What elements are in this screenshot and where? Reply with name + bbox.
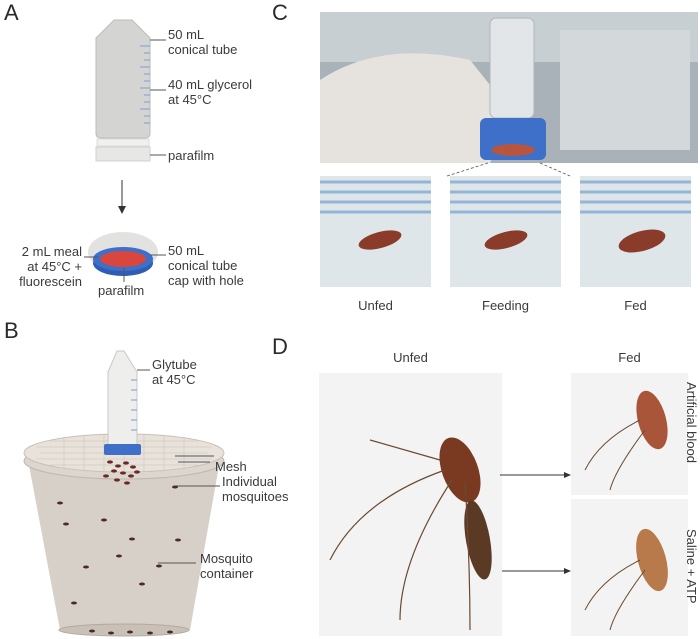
glove — [320, 53, 510, 164]
glytube — [107, 350, 138, 447]
panel-label-c: C — [272, 0, 288, 25]
label-glytube: Glytube at 45°C — [152, 357, 197, 387]
label-cap: 50 mL conical tube cap with hole — [168, 243, 244, 288]
label-saline-atp: Saline + ATP — [684, 529, 699, 604]
conical-tube — [95, 19, 151, 139]
photo-fed-saline — [571, 499, 688, 636]
panel-label-b: B — [4, 318, 19, 343]
panel-label-d: D — [272, 334, 288, 359]
photo-fed-artificial — [571, 373, 688, 495]
label-d-unfed: Unfed — [393, 350, 428, 365]
tube-cap-white — [96, 138, 150, 147]
panel-c-photos — [320, 12, 698, 287]
mosquitoes-cluster — [103, 460, 140, 485]
meal-red — [100, 251, 146, 267]
mosquito-container — [28, 460, 220, 630]
label-artificial-blood: Artificial blood — [684, 382, 699, 463]
label-tube: 50 mL conical tube — [168, 27, 238, 57]
label-parafilm-top: parafilm — [168, 148, 215, 163]
panel-b-illustration — [23, 350, 225, 637]
mosquitoes-scattered — [57, 485, 181, 635]
label-meal: 2 mL meal at 45°C + fluorescein — [19, 244, 82, 289]
glytube-cap — [104, 444, 141, 455]
label-state-unfed: Unfed — [358, 298, 393, 313]
photo-unfed — [320, 176, 431, 287]
panel-a-illustration — [84, 19, 166, 282]
photo-fed — [580, 176, 691, 287]
label-glycerol: 40 mL glycerol at 45°C — [168, 77, 253, 107]
panel-label-a: A — [4, 0, 19, 25]
label-individual: Individual mosquitoes — [222, 474, 289, 504]
photo-feeding — [450, 176, 561, 287]
label-container: Mosquito container — [200, 551, 254, 581]
label-parafilm-bottom: parafilm — [98, 283, 145, 298]
label-d-fed: Fed — [618, 350, 641, 365]
label-state-fed: Fed — [624, 298, 647, 313]
label-state-feeding: Feeding — [482, 298, 529, 313]
label-mesh: Mesh — [215, 459, 247, 474]
panel-d-photos — [319, 373, 688, 636]
parafilm-layer — [95, 146, 151, 162]
tube-graduations — [140, 45, 150, 124]
